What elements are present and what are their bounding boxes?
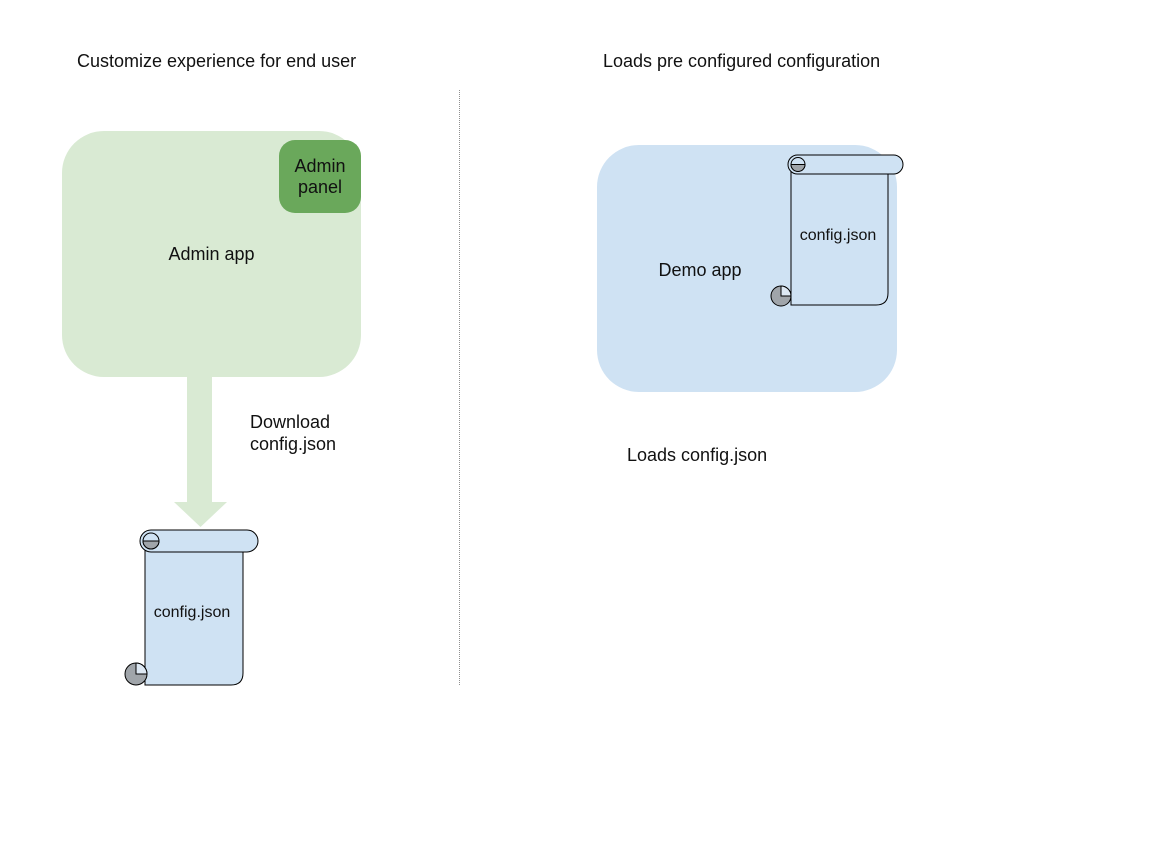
scroll-roll [787, 154, 904, 175]
scroll-roll-curl-shade [790, 164, 806, 172]
left-section-title: Customize experience for end user [77, 51, 357, 71]
config-file-label-right: config.json [799, 227, 877, 244]
config-file-scroll-right-icon [768, 151, 908, 309]
section-divider [459, 90, 460, 685]
scroll-body [144, 540, 244, 686]
admin-app-label: Admin app [168, 244, 255, 264]
scroll-body [790, 163, 889, 306]
download-arrow-icon [168, 377, 234, 529]
config-file-label-left: config.json [153, 604, 231, 621]
scroll-roll-curl-shade [142, 540, 160, 550]
loads-caption: Loads config.json [627, 445, 768, 465]
down-arrow-shape [174, 377, 227, 527]
admin-panel-label: Admin panel [294, 155, 346, 197]
scroll-bottom-curl-notch [780, 285, 792, 297]
right-section-title: Loads pre configured configuration [603, 51, 881, 71]
admin-panel-box: Admin panel [279, 140, 361, 213]
demo-app-label: Demo app [658, 260, 742, 280]
config-file-scroll-left-icon [122, 526, 264, 688]
download-caption: Download config.json [250, 412, 337, 454]
scroll-roll [139, 529, 259, 553]
scroll-bottom-curl-notch [135, 662, 148, 675]
